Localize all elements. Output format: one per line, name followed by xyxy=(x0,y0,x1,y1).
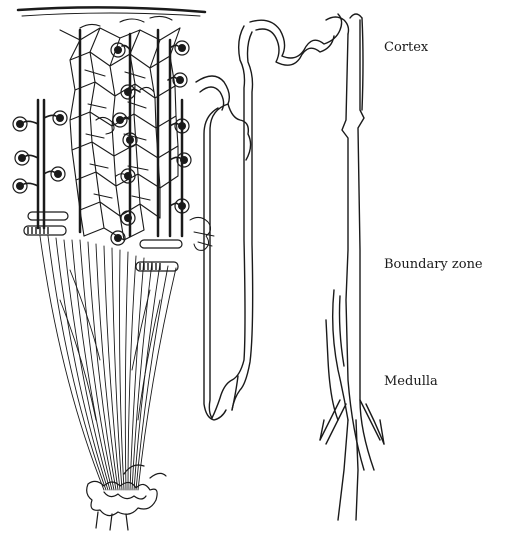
collecting-duct xyxy=(320,14,384,520)
label-boundary-zone: Boundary zone xyxy=(384,257,483,272)
nephron-tubule xyxy=(196,14,342,420)
label-medulla: Medulla xyxy=(384,374,438,389)
papilla-capillaries xyxy=(87,465,166,530)
vasa-recta-bundle xyxy=(40,236,176,490)
label-cortex: Cortex xyxy=(384,40,428,55)
vascular-drawing xyxy=(13,7,214,530)
